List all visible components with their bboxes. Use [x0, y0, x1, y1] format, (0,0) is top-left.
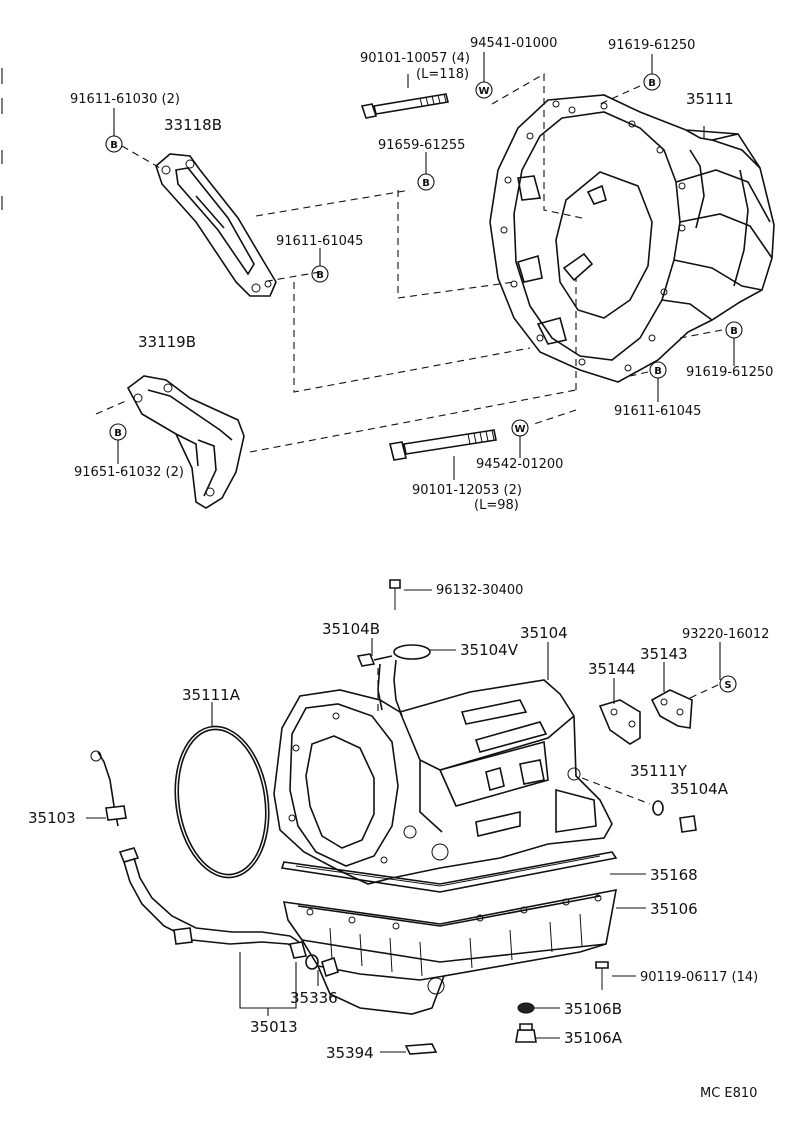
o-ring-35111a — [174, 725, 270, 879]
svg-text:B: B — [654, 366, 662, 377]
bolt-symbol-91619-top: B — [643, 73, 661, 91]
gasket-35106b — [517, 1002, 535, 1014]
transmission-case-housing — [489, 94, 775, 383]
bracket-35143 — [650, 689, 693, 729]
upper-leader-lines — [113, 52, 735, 480]
label-93220-16012: 93220-16012 — [682, 627, 769, 642]
label-35394: 35394 — [326, 1044, 374, 1062]
label-35103: 35103 — [28, 809, 76, 827]
label-35106: 35106 — [650, 900, 698, 918]
svg-text:B: B — [316, 270, 324, 281]
bolt-90119 — [595, 961, 609, 990]
upper-connection-lines — [95, 73, 723, 453]
lower-connection-lines — [377, 668, 721, 805]
label-35104a: 35104A — [670, 780, 729, 798]
label-35111a: 35111A — [182, 686, 241, 704]
bolt-symbol-91611-61045-left: B — [311, 265, 329, 283]
washer-symbol-94541: W — [475, 81, 493, 99]
label-33118b: 33118B — [164, 116, 222, 134]
lower-leader-lines — [86, 589, 721, 1053]
label-35336: 35336 — [290, 989, 338, 1007]
label-91611-61030: 91611-61030 (2) — [70, 92, 180, 107]
label-35111: 35111 — [686, 90, 734, 108]
label-35143: 35143 — [640, 645, 688, 663]
bolt-symbol-91619-right: B — [725, 321, 743, 339]
bracket-33118b — [155, 153, 277, 297]
label-90119-06117: 90119-06117 (14) — [640, 970, 758, 985]
dipstick-35103 — [90, 750, 127, 827]
screw-symbol-93220: S — [719, 675, 737, 693]
washer-symbol-94542: W — [511, 419, 529, 437]
label-91651-61032: 91651-61032 (2) — [74, 465, 184, 480]
bolt-symbol-91611-61045-right: B — [649, 361, 667, 379]
bracket-33119b — [126, 375, 245, 509]
label-91611-61045-right: 91611-61045 — [614, 404, 701, 419]
label-96132-30400: 96132-30400 — [436, 583, 523, 598]
breather-plug-96132 — [389, 579, 401, 610]
o-ring-35111y — [652, 800, 664, 816]
label-35144: 35144 — [588, 660, 636, 678]
transmission-main-body — [273, 679, 613, 885]
diagram-code: MC E810 — [700, 1086, 757, 1101]
label-94542-01200: 94542-01200 — [476, 457, 563, 472]
label-91611-61045-left: 91611-61045 — [276, 234, 363, 249]
svg-text:W: W — [514, 424, 525, 435]
label-90101-10057: 90101-10057 (4) — [360, 51, 470, 66]
o-ring-35336 — [305, 954, 339, 978]
oil-pan-gasket-35168 — [280, 851, 618, 893]
label-35168: 35168 — [650, 866, 698, 884]
oil-pan-35106 — [282, 888, 617, 1015]
bolt-symbol-91651: B — [109, 423, 127, 441]
label-90101-12053-length: (L=98) — [474, 498, 519, 513]
label-94541-01000: 94541-01000 — [470, 36, 557, 51]
svg-text:B: B — [730, 326, 738, 337]
label-35104v: 35104V — [460, 641, 519, 659]
label-33119b: 33119B — [138, 333, 196, 351]
breather-hose — [356, 644, 431, 717]
label-35104: 35104 — [520, 624, 568, 642]
magnet-35394 — [404, 1043, 438, 1055]
filler-tube-35013 — [118, 847, 308, 959]
label-91619-61250-right: 91619-61250 — [686, 365, 773, 380]
bracket-35144 — [598, 699, 641, 745]
svg-text:S: S — [724, 680, 731, 691]
svg-text:B: B — [114, 428, 122, 439]
label-35111y: 35111Y — [630, 762, 688, 780]
drain-plug-35106a — [515, 1023, 537, 1043]
bolt-90101-12053 — [389, 429, 497, 461]
bolt-symbol-91659: B — [417, 173, 435, 191]
label-35013: 35013 — [250, 1018, 298, 1036]
bolt-symbol-91611-61030: B — [105, 135, 123, 153]
svg-text:W: W — [478, 86, 489, 97]
label-35104b: 35104B — [322, 620, 380, 638]
svg-text:B: B — [422, 178, 430, 189]
label-35106a: 35106A — [564, 1029, 623, 1047]
label-91619-61250-top: 91619-61250 — [608, 38, 695, 53]
label-90101-10057-length: (L=118) — [416, 67, 469, 82]
bolt-90101-10057 — [360, 93, 449, 119]
label-91659-61255: 91659-61255 — [378, 138, 465, 153]
svg-text:B: B — [110, 140, 118, 151]
label-90101-12053: 90101-12053 (2) — [412, 483, 522, 498]
plug-35104a — [679, 815, 697, 833]
svg-text:B: B — [648, 78, 656, 89]
label-35106b: 35106B — [564, 1000, 622, 1018]
